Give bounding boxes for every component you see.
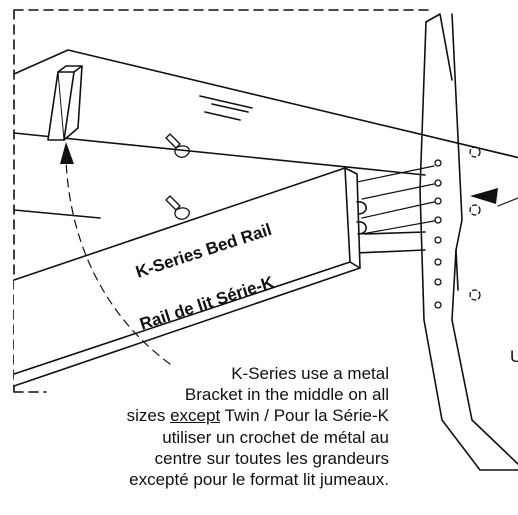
insert-arrow	[470, 188, 498, 204]
rail-pegs	[165, 133, 190, 220]
note-line-6: excepté pour le format lit jumeaux.	[129, 470, 389, 490]
post-holes	[434, 159, 442, 309]
note-line-3-pre: sizes	[126, 406, 171, 426]
note-line-1: K-Series use a metal	[231, 364, 389, 383]
alignment-lines	[356, 165, 518, 235]
metal-bracket	[47, 65, 83, 141]
note-line-4: utiliser un crochet de métal au	[162, 427, 389, 447]
note-line-3-except: except	[170, 406, 221, 426]
note-line-5: centre sur toutes les grandeurs	[154, 448, 389, 468]
bolt-holes	[469, 146, 481, 301]
bracket-note: K-Series use a metal Bracket in the midd…	[9, 363, 389, 490]
k-series-bed-rail	[13, 167, 367, 387]
note-line-2: Bracket in the middle on all	[184, 385, 389, 405]
cut-off-letter: U	[510, 347, 518, 366]
leader-line	[65, 159, 171, 365]
leader-arrowhead	[60, 142, 74, 164]
note-line-3: sizes except Twin / Pour la Série-K	[9, 405, 389, 426]
headboard-post	[419, 13, 518, 471]
note-line-3-post: Twin / Pour la Série-K	[220, 406, 389, 426]
